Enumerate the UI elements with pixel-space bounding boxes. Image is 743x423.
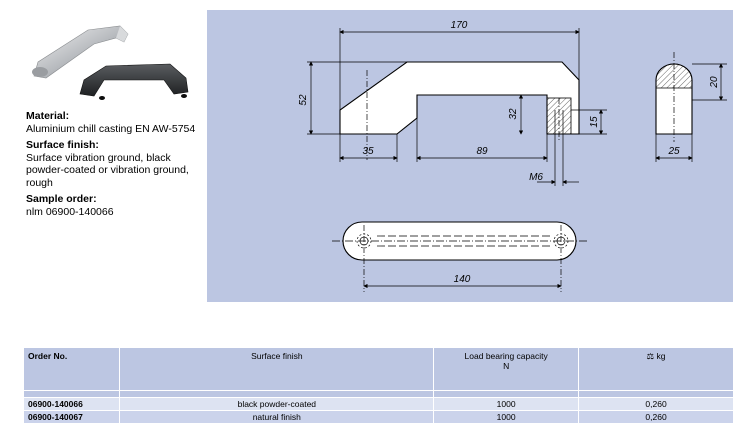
side-view-outline [339,61,580,135]
sample-order-heading: Sample order: [26,193,97,205]
material-text: Aluminium chill casting EN AW-5754 [26,122,196,135]
dim-section-width: 25 [667,146,680,157]
cell-order-no: 06900-140067 [24,410,121,423]
dim-thread: M6 [529,172,543,183]
cell-surface-finish: black powder-coated [119,397,435,411]
dim-section-height: 20 [709,76,720,89]
technical-drawing-panel: 170 52 35 89 32 15 M6 20 25 140 [207,10,733,302]
col-order-no: Order No. [24,348,121,391]
order-table: Order No. Surface finish Load bearing ca… [24,348,734,423]
handle-photo-illustration [32,25,189,100]
weight-unit: kg [656,351,666,361]
dim-hole-spacing: 140 [454,274,471,285]
cell-load: 1000 [433,410,580,423]
dim-height: 52 [298,94,309,106]
cell-surface-finish: natural finish [119,410,435,423]
cell-order-no: 06900-140066 [24,397,121,411]
material-heading: Material: [26,110,70,122]
weight-icon: ⚖ [646,351,655,361]
dim-inner-length: 89 [476,146,488,157]
col-surface-finish: Surface finish [119,348,435,391]
sample-order-text: nlm 06900-140066 [26,205,114,218]
dim-grip-depth: 32 [508,108,519,120]
surface-finish-heading: Surface finish: [26,139,99,151]
col-load-capacity: Load bearing capacity N [433,348,580,391]
product-photo [24,8,204,108]
product-specs: Material: Aluminium chill casting EN AW-… [26,110,204,218]
table-header-row: Order No. Surface finish Load bearing ca… [24,348,734,391]
dim-thread-depth: 15 [589,116,600,128]
cell-load: 1000 [433,397,580,411]
dim-foot-length: 35 [362,146,374,157]
col-weight: ⚖ kg [578,348,734,391]
dim-overall-length: 170 [451,20,468,31]
technical-drawing: 170 52 35 89 32 15 M6 20 25 140 [298,20,727,292]
load-capacity-unit: N [503,361,510,371]
cell-weight: 0,260 [578,410,734,423]
cell-weight: 0,260 [578,397,734,411]
table-row: 06900-140066 black powder-coated 1000 0,… [24,397,734,411]
table-row: 06900-140067 natural finish 1000 0,260 [24,410,734,423]
load-capacity-label: Load bearing capacity [464,351,548,361]
surface-finish-text: Surface vibration ground, black powder-c… [26,151,189,189]
